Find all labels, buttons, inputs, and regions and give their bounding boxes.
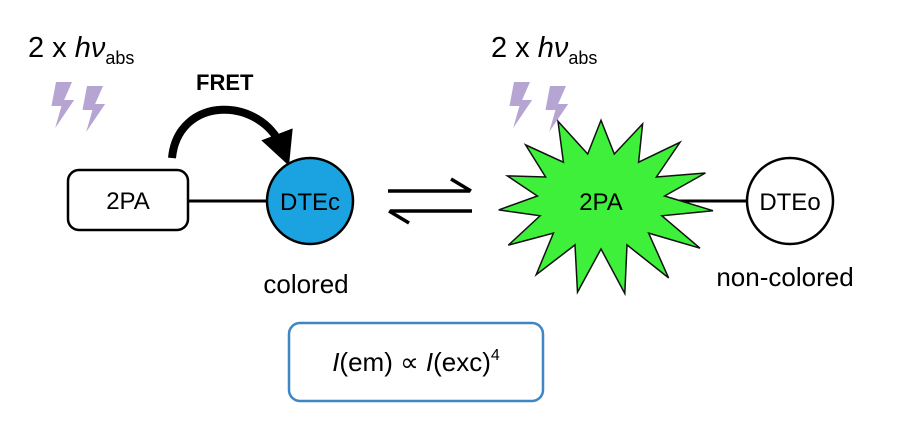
right-2pa-label: 2PA (579, 189, 623, 216)
left-lightning-icon (49, 82, 107, 132)
left-2pa-label: 2PA (106, 188, 150, 215)
dteo-label: DTEo (759, 189, 820, 216)
right-excitation-label: 2 x hνabs (491, 32, 597, 68)
formula-box (287, 321, 545, 403)
left-2pa-box (66, 168, 190, 232)
fret-arrow-icon (168, 105, 293, 166)
starburst-icon (498, 118, 714, 297)
equilibrium-arrows-icon (388, 177, 472, 225)
dteo-circle (745, 156, 835, 246)
non-colored-state-label: non-colored (716, 262, 853, 292)
dtec-circle (265, 156, 355, 246)
fret-label: FRET (196, 70, 254, 95)
formula-text: I(em) ∝ I(exc)4 (332, 347, 500, 377)
dtec-label: DTEc (280, 189, 340, 216)
left-excitation-label: 2 x hνabs (28, 32, 134, 68)
colored-state-label: colored (263, 269, 348, 299)
